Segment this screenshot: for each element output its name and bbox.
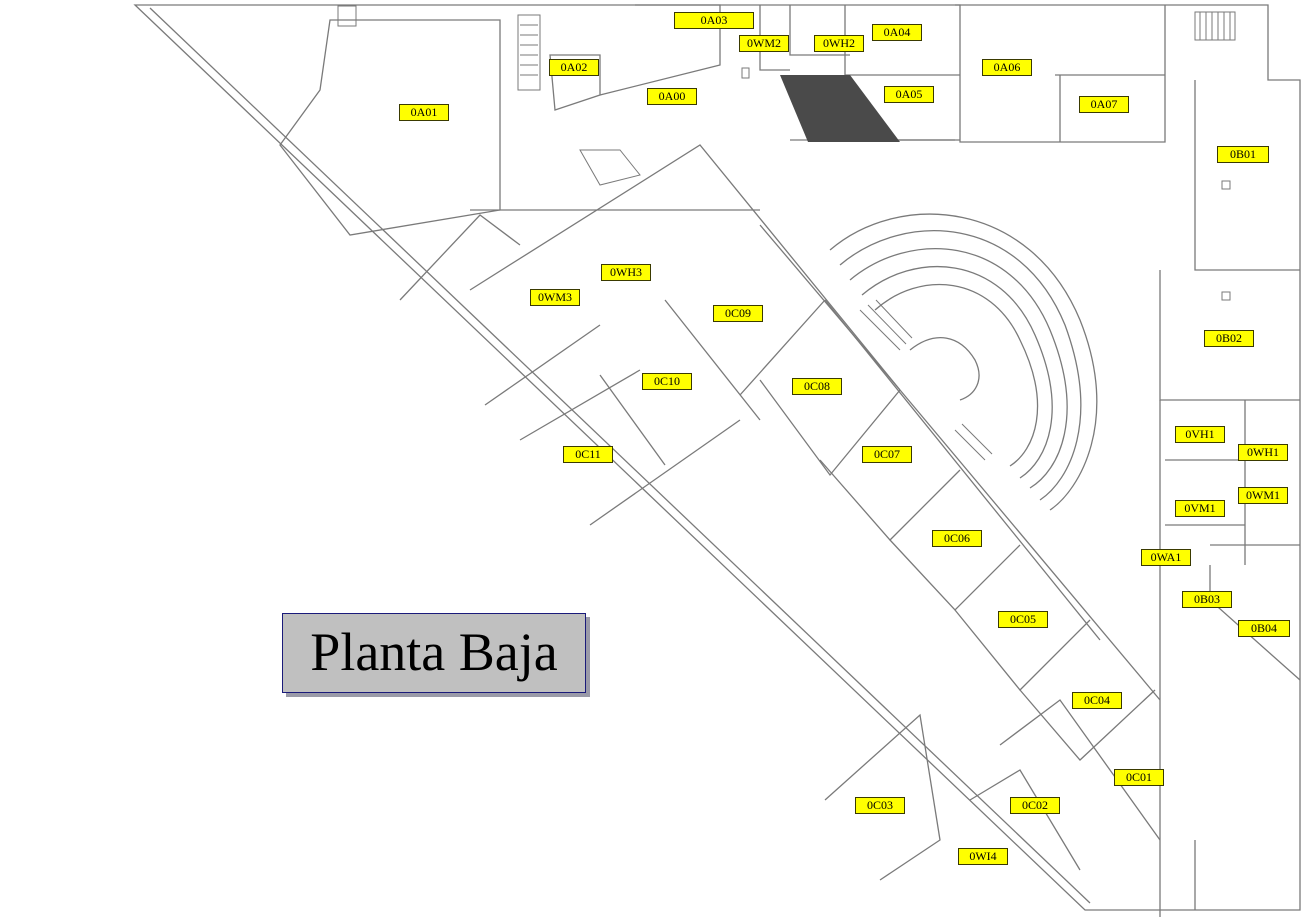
room-label-0A06[interactable]: 0A06 — [982, 59, 1032, 76]
room-label-0A02[interactable]: 0A02 — [549, 59, 599, 76]
room-label-0B04[interactable]: 0B04 — [1238, 620, 1290, 637]
room-label-0A05[interactable]: 0A05 — [884, 86, 934, 103]
room-label-0WI4[interactable]: 0WI4 — [958, 848, 1008, 865]
room-label-0WH3[interactable]: 0WH3 — [601, 264, 651, 281]
room-label-0A04[interactable]: 0A04 — [872, 24, 922, 41]
room-label-0B01[interactable]: 0B01 — [1217, 146, 1269, 163]
room-label-0B03[interactable]: 0B03 — [1182, 591, 1232, 608]
room-label-0C01[interactable]: 0C01 — [1114, 769, 1164, 786]
floor-title: Planta Baja — [282, 613, 586, 693]
room-label-0VH1[interactable]: 0VH1 — [1175, 426, 1225, 443]
room-label-0C03[interactable]: 0C03 — [855, 797, 905, 814]
room-label-0A03[interactable]: 0A03 — [674, 12, 754, 29]
room-label-0A01[interactable]: 0A01 — [399, 104, 449, 121]
room-label-0WM2[interactable]: 0WM2 — [739, 35, 789, 52]
room-label-0C05[interactable]: 0C05 — [998, 611, 1048, 628]
room-label-0WH2[interactable]: 0WH2 — [814, 35, 864, 52]
room-label-0WA1[interactable]: 0WA1 — [1141, 549, 1191, 566]
room-label-0C07[interactable]: 0C07 — [862, 446, 912, 463]
room-label-0C08[interactable]: 0C08 — [792, 378, 842, 395]
room-label-0WM3[interactable]: 0WM3 — [530, 289, 580, 306]
room-label-0C10[interactable]: 0C10 — [642, 373, 692, 390]
room-label-0C04[interactable]: 0C04 — [1072, 692, 1122, 709]
room-label-0WH1[interactable]: 0WH1 — [1238, 444, 1288, 461]
room-label-0C06[interactable]: 0C06 — [932, 530, 982, 547]
room-label-0B02[interactable]: 0B02 — [1204, 330, 1254, 347]
room-label-0WM1[interactable]: 0WM1 — [1238, 487, 1288, 504]
room-label-0A07[interactable]: 0A07 — [1079, 96, 1129, 113]
room-label-0VM1[interactable]: 0VM1 — [1175, 500, 1225, 517]
room-label-0C09[interactable]: 0C09 — [713, 305, 763, 322]
room-label-0C11[interactable]: 0C11 — [563, 446, 613, 463]
room-label-0A00[interactable]: 0A00 — [647, 88, 697, 105]
room-label-0C02[interactable]: 0C02 — [1010, 797, 1060, 814]
